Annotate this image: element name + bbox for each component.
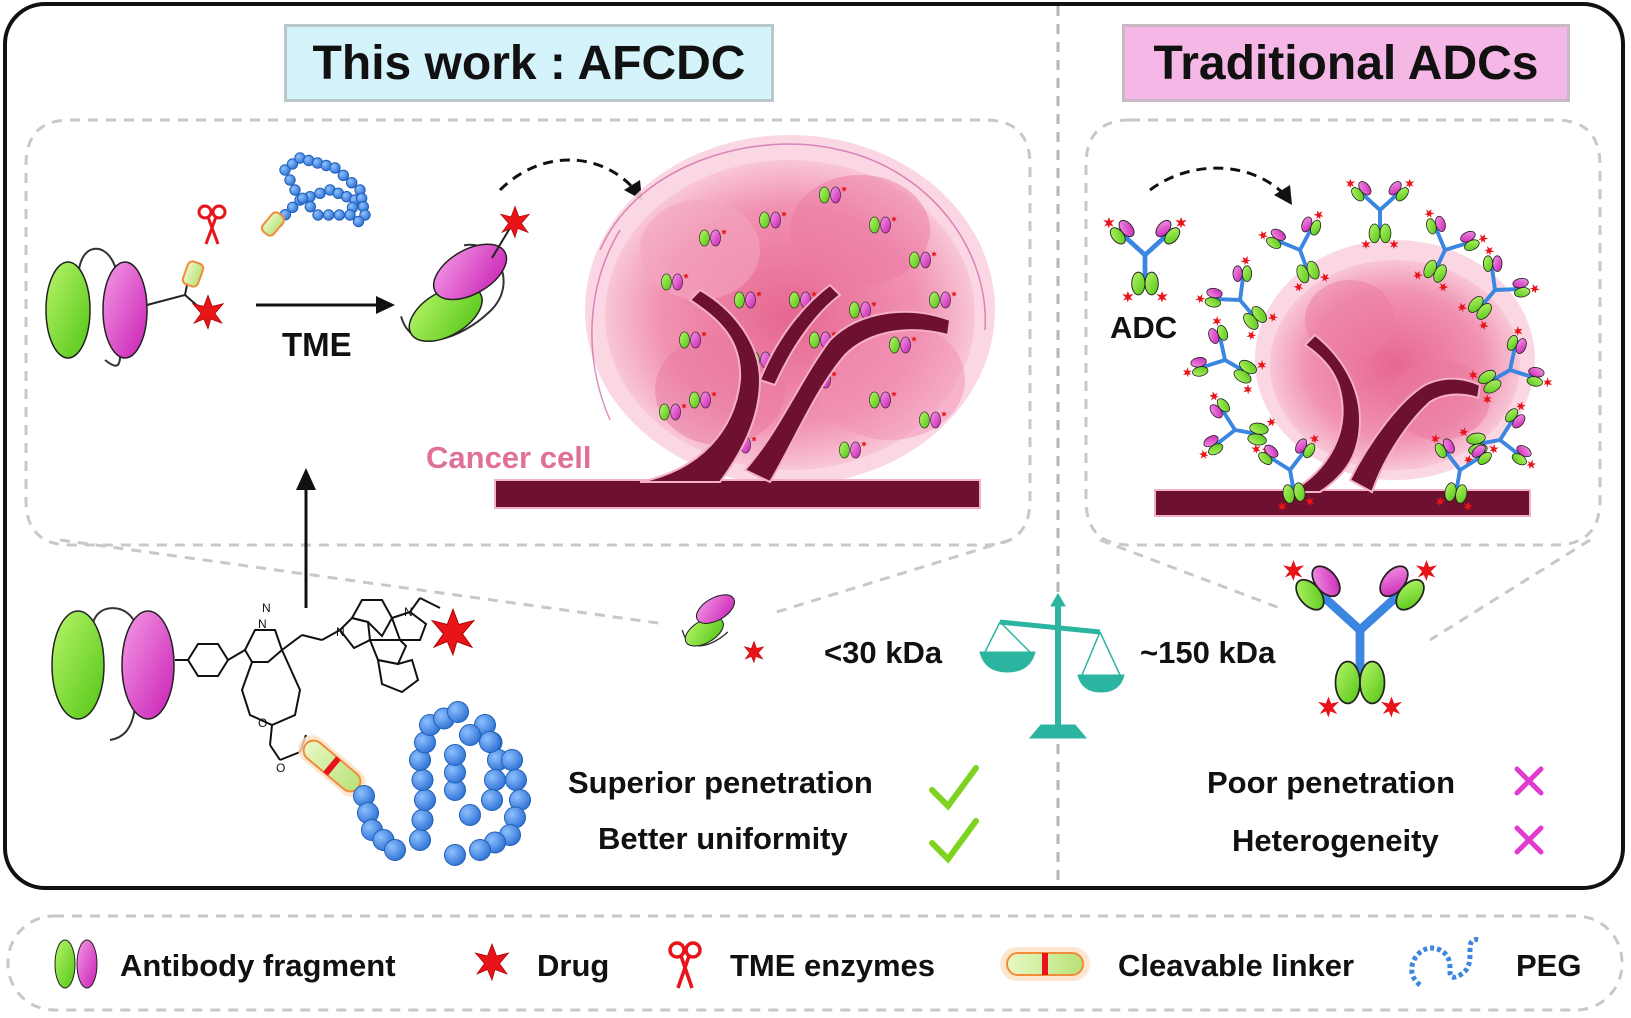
- check-icon: [929, 765, 979, 811]
- legend-label: TME enzymes: [730, 948, 935, 983]
- svg-text:N: N: [258, 617, 267, 631]
- peg-icon: [1409, 937, 1481, 987]
- zoom-line: [1099, 538, 1286, 612]
- svg-text:O: O: [258, 716, 267, 730]
- afcdc-size-label: <30 kDa: [824, 635, 943, 670]
- peg-chain: [353, 701, 531, 866]
- legend-label: PEG: [1516, 948, 1581, 983]
- cleavable-linker: [298, 735, 366, 797]
- zoom-line: [59, 538, 666, 626]
- cancer-cell-label: Cancer cell: [426, 440, 591, 475]
- peg-chain-released: [272, 152, 371, 228]
- title-traditional-adcs: Traditional ADCs: [1122, 24, 1570, 102]
- tme-label: TME: [282, 326, 352, 363]
- adc-molecule-small: [1103, 217, 1187, 303]
- title-afcdc: This work : AFCDC: [284, 24, 774, 102]
- penetration-arrow-adc: [1149, 166, 1287, 197]
- svg-text:N: N: [336, 625, 345, 639]
- drug-icon: [475, 943, 509, 981]
- legend-box: [6, 914, 1624, 1012]
- advantage-text: Better uniformity: [598, 821, 849, 856]
- right-zoom-region: [1084, 118, 1602, 547]
- scissors-icon: [668, 941, 702, 989]
- zoom-line: [769, 538, 1011, 616]
- afcdc-conjugate: N N N N O O: [51, 597, 441, 775]
- cross-icon: [1514, 825, 1544, 855]
- legend-label: Cleavable linker: [1118, 948, 1354, 983]
- legend-label: Antibody fragment: [120, 948, 396, 983]
- tumor-adc: [1255, 240, 1535, 480]
- scissors-icon: [197, 204, 227, 245]
- drug-icon: [743, 640, 765, 664]
- antibody-fragment-small: [681, 594, 736, 647]
- blood-vessel-left: [494, 283, 981, 509]
- left-zoom-region: [24, 118, 1032, 547]
- blood-vessel-right: [1154, 333, 1531, 517]
- penetration-arrow: [498, 158, 637, 192]
- disadvantage-text: Poor penetration: [1207, 765, 1455, 800]
- drug-icon: [192, 294, 224, 330]
- drug-icon: [431, 608, 475, 656]
- adc-label: ADC: [1110, 310, 1177, 345]
- zoom-line: [1429, 538, 1591, 642]
- tumor-afcdc: [585, 135, 995, 485]
- antibody-fragment-released: [400, 243, 508, 343]
- svg-text:N: N: [262, 601, 271, 615]
- balance-scale-icon: [979, 593, 1125, 739]
- advantage-text: Superior penetration: [568, 765, 873, 800]
- cleavable-linker: [181, 260, 205, 288]
- svg-text:N: N: [404, 605, 413, 619]
- adc-molecule-large: [1283, 560, 1437, 718]
- disadvantage-text: Heterogeneity: [1232, 823, 1439, 858]
- antibody-fragment-icon: [54, 939, 98, 989]
- svg-text:O: O: [276, 761, 285, 775]
- main-frame: [3, 2, 1625, 890]
- antibody-fragment-large: [45, 247, 201, 367]
- adc-size-label: ~150 kDa: [1140, 635, 1276, 670]
- cross-icon: [1514, 766, 1544, 796]
- cleavable-linker-icon: [1000, 947, 1090, 981]
- drug-icon: [500, 206, 530, 238]
- check-icon: [929, 818, 979, 864]
- legend-label: Drug: [537, 948, 609, 983]
